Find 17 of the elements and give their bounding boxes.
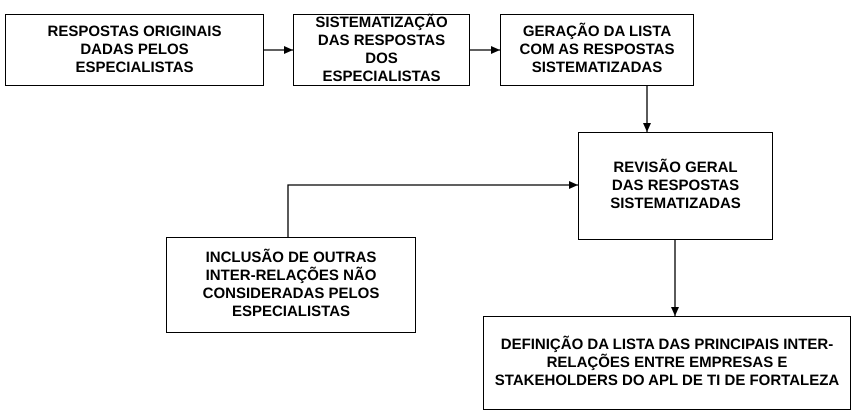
box-label: DEFINIÇÃO DA LISTA DAS PRINCIPAIS INTER-RELAÇÕES ENTRE EMPRESAS E STAKEHOLDERS DO APL DE TI DE FORTALEZA (494, 336, 840, 390)
process-box (293, 14, 470, 86)
process-box (500, 14, 694, 86)
process-box (578, 132, 773, 240)
box-label: RESPOSTAS ORIGINAIS DADAS PELOS ESPECIALISTAS (46, 23, 222, 77)
arrow (671, 240, 679, 316)
process-box (5, 14, 264, 86)
box-label: INCLUSÃO DE OUTRAS INTER-RELAÇÕES NÃO CONSIDERADAS PELOS ESPECIALISTAS (202, 249, 380, 321)
process-box (166, 237, 416, 333)
arrow (264, 46, 293, 54)
box-label: SISTEMATIZAÇÃO DAS RESPOSTAS DOS ESPECIALISTAS (314, 14, 449, 86)
arrow (643, 86, 651, 132)
arrow (470, 46, 500, 54)
process-box (483, 316, 851, 410)
box-label: REVISÃO GERAL DAS RESPOSTAS SISTEMATIZADAS (610, 159, 741, 213)
box-label: GERAÇÃO DA LISTA COM AS RESPOSTAS SISTEMATIZADAS (518, 23, 676, 77)
arrow (287, 181, 578, 237)
